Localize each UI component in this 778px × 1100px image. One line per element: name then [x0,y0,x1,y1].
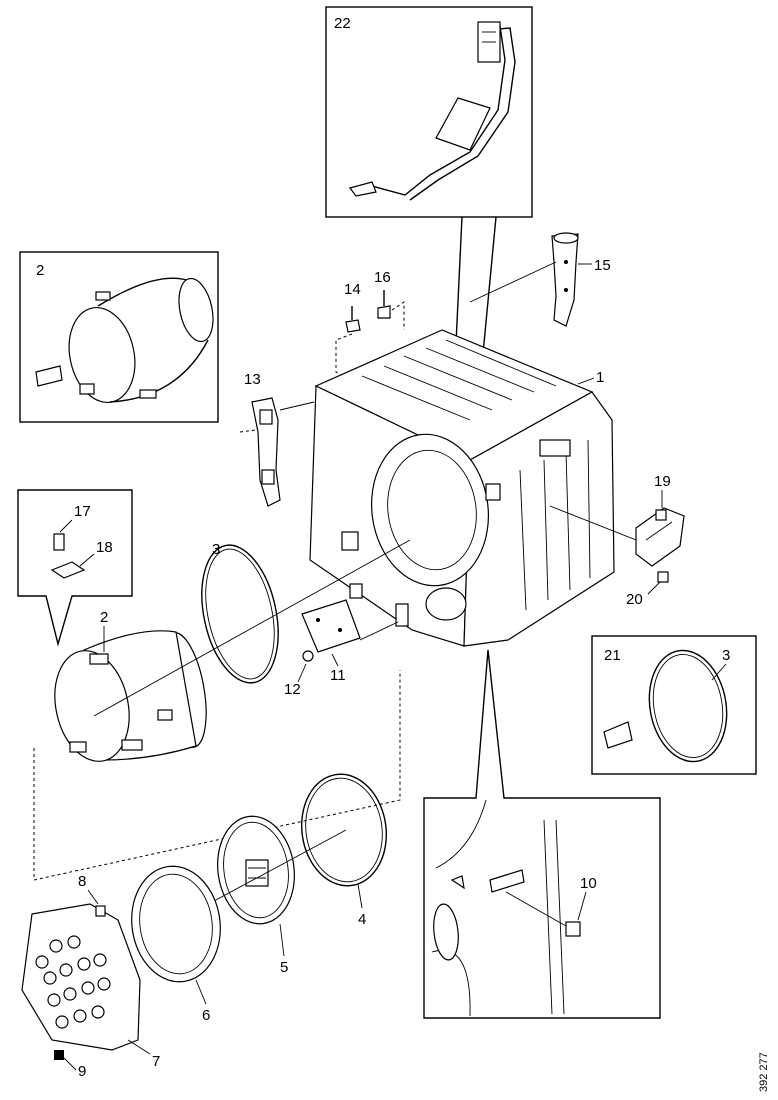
panel-5 [217,815,295,925]
label-8: 8 [78,873,86,890]
label-16: 16 [374,269,391,286]
label-6: 6 [202,1007,210,1024]
label-13: 13 [244,371,261,388]
inset-box-17-18 [17,489,133,647]
screw-8 [95,905,106,917]
drum-2 [54,630,207,762]
nut-10 [565,921,581,937]
gasket-4 [300,773,388,887]
label-15: 15 [594,257,611,274]
label-11: 11 [330,667,346,684]
screw-14 [345,306,361,333]
label-12: 12 [284,681,301,698]
clip-18 [50,561,86,579]
ring-6 [131,865,221,983]
screw-17 [53,533,65,551]
cabinet-1 [309,329,615,647]
label-18: 18 [96,539,113,556]
bracket-13 [251,397,281,507]
assembly-outline [33,670,401,881]
label-20: 20 [626,591,643,608]
screw-20 [657,571,669,583]
inset-box-2-top [19,251,219,423]
label-17: 17 [74,503,91,520]
label-9: 9 [78,1063,86,1080]
strip-11 [301,599,361,653]
label-2-middle: 2 [100,609,108,626]
label-3-gasket: 3 [212,541,220,558]
label-7: 7 [152,1053,160,1070]
gasket-3 [201,544,279,684]
screw-16 [377,290,391,319]
bracket-15 [551,232,579,327]
label-5: 5 [280,959,288,976]
label-10: 10 [580,875,597,892]
bracket-19 [635,507,685,567]
label-14: 14 [344,281,361,298]
nut-12 [302,650,314,662]
label-2-top: 2 [36,262,44,279]
label-1: 1 [596,369,604,386]
inset-box-22 [325,6,533,218]
inset-box-21 [591,635,757,775]
label-3-inset-21: 3 [722,647,730,664]
label-21: 21 [604,647,621,664]
label-22: 22 [334,15,351,32]
screw-9 [54,1050,64,1060]
drawing-code: 392 277 [758,1052,770,1092]
front-panel-7 [21,903,141,1051]
label-4: 4 [358,911,366,928]
inset-box-10 [423,649,661,1019]
label-19: 19 [654,473,671,490]
